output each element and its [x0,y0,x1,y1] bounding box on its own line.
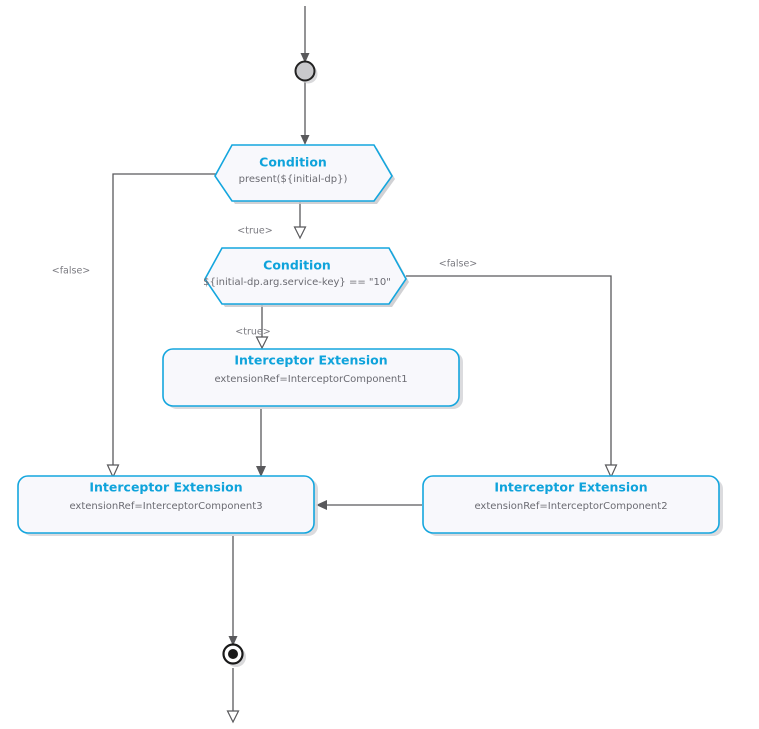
edge-condition1-false-to-interceptor3 [106,173,218,479]
node-condition-2[interactable]: Condition ${initial-dp.arg.service-key} … [203,247,409,307]
condition-1-subtitle: present(${initial-dp}) [239,174,348,185]
edge-label-false-left: <false> [52,266,91,277]
interceptor-3-subtitle: extensionRef=InterceptorComponent3 [69,501,262,512]
edge-interceptor1-to-interceptor3 [256,409,266,477]
node-interceptor-extension-2[interactable]: Interceptor Extension extensionRef=Inter… [422,475,723,536]
interceptor-2-title: Interceptor Extension [494,480,647,495]
edge-label-false-right: <false> [439,259,478,270]
condition-2-title: Condition [263,258,331,273]
edge-condition1-to-condition2 [293,202,307,240]
edge-incoming-to-start [300,6,310,63]
interceptor-3-title: Interceptor Extension [89,480,242,495]
node-interceptor-extension-1[interactable]: Interceptor Extension extensionRef=Inter… [162,348,463,409]
interceptor-1-title: Interceptor Extension [234,353,387,368]
edge-end-outgoing [226,668,240,724]
edge-start-to-condition1 [300,82,310,145]
edge-condition2-false-to-interceptor2 [406,275,618,479]
interceptor-2-subtitle: extensionRef=InterceptorComponent2 [474,501,667,512]
interceptor-1-subtitle: extensionRef=InterceptorComponent1 [214,374,407,385]
edge-interceptor3-to-end [228,536,238,646]
edge-label-true-1: <true> [237,226,272,237]
node-interceptor-extension-3[interactable]: Interceptor Extension extensionRef=Inter… [17,475,318,536]
end-node[interactable] [222,643,247,668]
start-node[interactable] [294,60,318,84]
edge-condition2-to-interceptor1 [255,305,269,350]
edge-interceptor2-to-interceptor3 [316,500,422,510]
edge-label-true-2: <true> [235,327,270,338]
condition-2-subtitle: ${initial-dp.arg.service-key} == "10" [203,277,391,288]
condition-1-title: Condition [259,155,327,170]
node-condition-1[interactable]: Condition present(${initial-dp}) [214,144,395,204]
